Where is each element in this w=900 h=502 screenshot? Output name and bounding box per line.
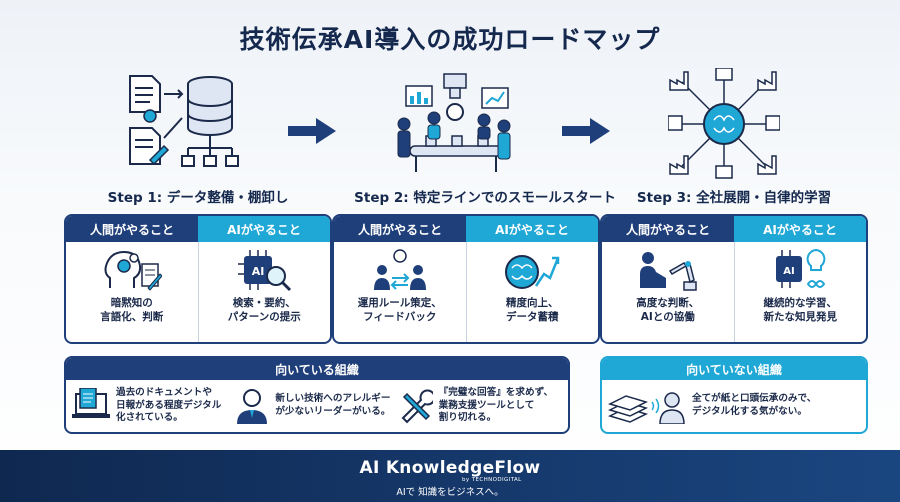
factory-icon [668,68,780,179]
footer-banner: AI KnowledgeFlow by TECHNODIGITAL AIで 知識… [0,450,900,502]
step-3-role-card: 人間がやること AIがやること 高度な判断、 AIとの協働 AI [600,214,868,344]
ai-chip-text: AI [784,266,795,277]
step-1-label: Step 1: データ整備・棚卸し [107,190,289,206]
human-role-heading: 人間がやること [66,216,198,242]
page-title: 技術伝承AI導入の成功ロードマップ [239,25,661,54]
ai-chip-search-icon: AI [238,250,292,292]
step-2-role-card: 人間がやること AIがやること 運用ルール策定、 フィードバック [332,214,600,344]
ai-role-heading: AIがやること [198,216,330,242]
handshake-robot-icon [639,252,697,291]
human-task-text: 暗黙知の 言語化、判断 [100,297,164,324]
laptop-document-icon [72,388,110,418]
production-line-illustration [397,73,511,172]
pencil-icon [148,144,170,166]
brand-subtitle: by TECHNODIGITAL [462,477,522,483]
ai-role-heading: AIがやること [734,216,866,242]
unsuitable-item: 全てが紙と口頭伝承のみで、 デジタル化する気がない。 [608,388,860,424]
human-role-heading: 人間がやること [334,216,466,242]
gear-icon [143,109,157,123]
database-icon [187,76,233,136]
unsuitable-organizations-panel: 向いていない組織 全てが紙と口頭伝承のみで、 デジタル化する気がない。 [600,356,868,434]
arrow-right-icon [288,118,336,144]
step-3-label: Step 3: 全社展開・自律的学習 [636,190,832,206]
paper-stack-speech-icon [608,392,685,424]
person-icon [397,111,511,160]
human-task-text: 高度な判断、 AIとの協働 [636,297,700,324]
suitable-item: 新しい技術へのアレルギー が少ないリーダーがいる。 [235,388,398,424]
human-task-text: 運用ルール策定、 フィードバック [357,297,442,324]
suitable-organizations-panel: 向いている組織 過去のドキュメントや 日報がある程度デジタル 化されている。 新… [64,356,570,434]
human-role-heading: 人間がやること [602,216,734,242]
ai-chip-lightbulb-icon: AI [776,248,826,288]
ai-task-text: 検索・要約、 パターンの提示 [227,297,301,324]
document-icon [129,75,161,165]
head-gears-icon [104,250,162,291]
enterprise-network-illustration [668,68,780,179]
tools-icon [401,389,433,424]
step-1-role-card: 人間がやること AIがやること 暗黙知の 言語化、判断 [64,214,332,344]
suitable-heading: 向いている組織 [66,358,568,380]
brand-name: AI KnowledgeFlow [359,458,541,478]
data-organization-illustration [129,75,239,167]
suitable-item: 過去のドキュメントや 日報がある程度デジタル 化されている。 [72,387,235,426]
unsuitable-heading: 向いていない組織 [602,358,866,380]
team-exchange-icon [373,249,426,290]
gear-icon [446,103,464,121]
brain-growth-icon [505,255,560,289]
arrow-right-icon [562,118,610,144]
brain-icon [703,103,745,145]
suitable-item: 『完璧な回答』を求めず、 業務支援ツールとして 割り切れる。 [399,387,562,426]
leader-icon [237,389,268,424]
brand-tagline: AIで 知識をビジネスへ。 [396,487,504,498]
ai-task-text: 継続的な学習、 新たな知見発見 [763,297,838,324]
ai-role-heading: AIがやること [466,216,598,242]
machine-icon [443,73,467,99]
ai-chip-text: AI [252,265,265,278]
ai-task-text: 精度向上、 データ蓄積 [506,297,559,324]
step-2-label: Step 2: 特定ラインでのスモールスタート [354,190,616,206]
